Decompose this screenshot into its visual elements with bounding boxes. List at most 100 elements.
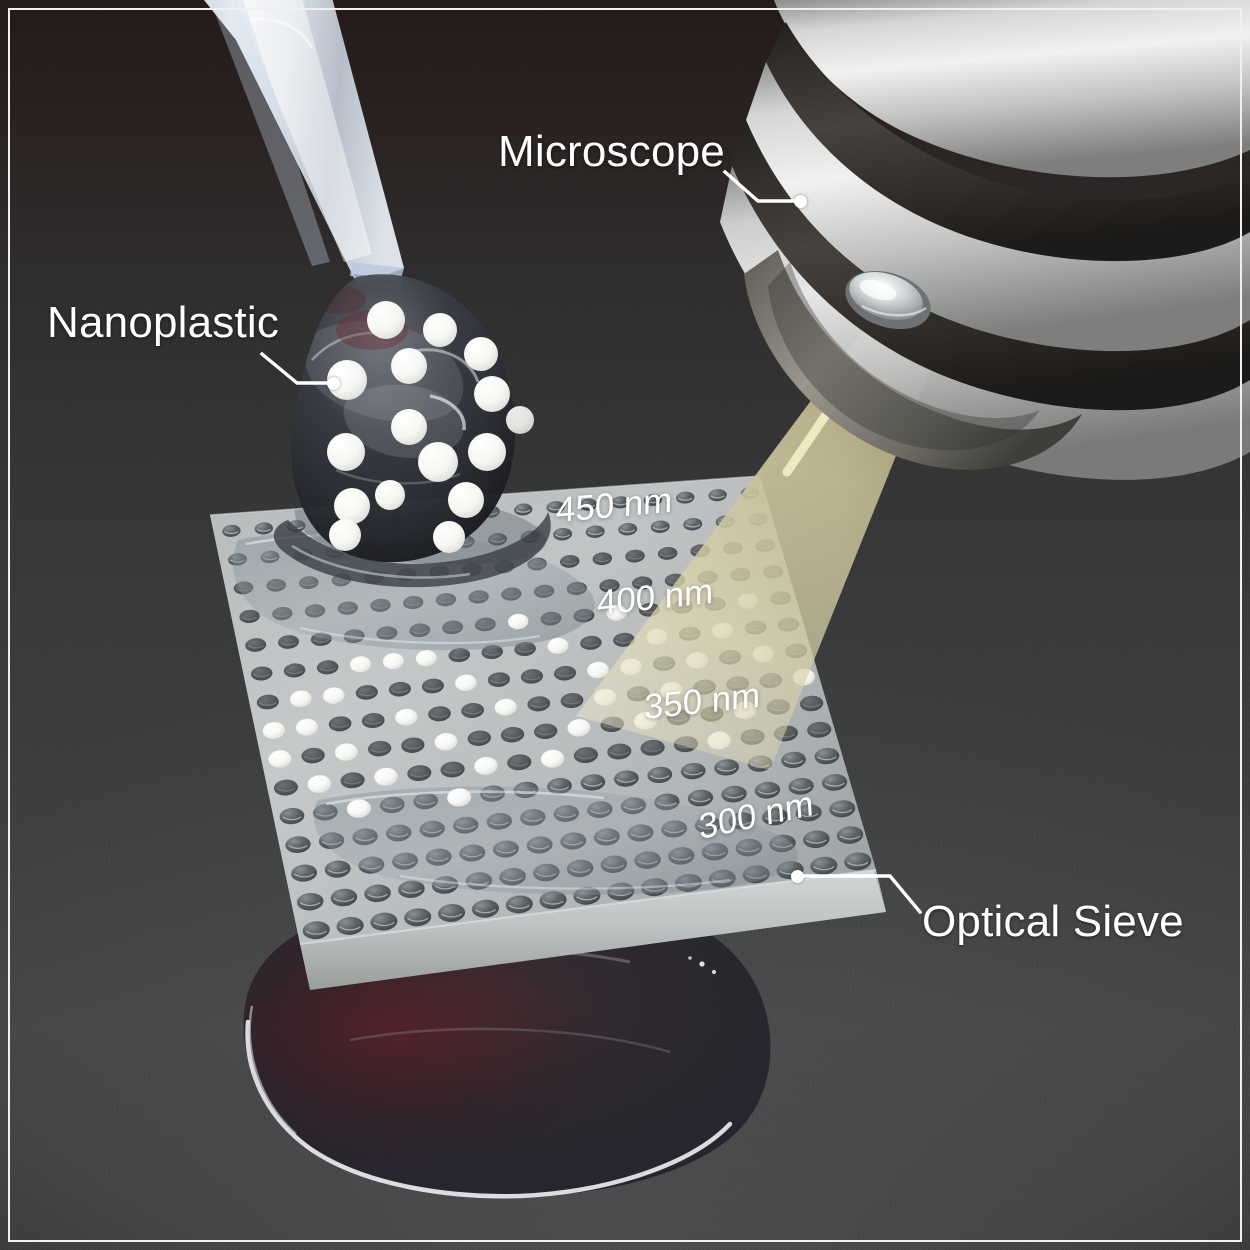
sieve-pore	[643, 493, 662, 507]
sieve-pore	[611, 496, 630, 509]
nanoplastic-bead	[262, 722, 285, 739]
nanoplastic-bead	[350, 656, 371, 673]
sieve-pore	[560, 692, 584, 709]
sieve-pore-rim	[313, 639, 330, 643]
sieve-pore	[428, 706, 451, 722]
sieve-pore-rim	[548, 507, 563, 511]
sieve-pore	[647, 766, 673, 784]
sieve-pore-rim	[620, 529, 636, 533]
sieve-pore-rim	[615, 639, 633, 644]
sieve-pore-rim	[364, 720, 383, 725]
nanoplastic-bead	[567, 719, 591, 737]
sieve-pore	[607, 743, 632, 760]
sieve-pore	[807, 721, 832, 738]
sieve-pore	[440, 761, 465, 778]
sieve-pore-rim	[817, 756, 837, 761]
sieve-pore-rim	[616, 778, 636, 783]
sieve-pore	[301, 747, 325, 764]
sieve-pore-rim	[483, 652, 501, 656]
sieve-pore	[407, 765, 432, 782]
sieve-pore	[534, 723, 558, 740]
sieve-pore	[388, 681, 411, 697]
sieve-pore-rim	[403, 745, 422, 750]
sieve-pore	[364, 884, 391, 903]
sieve-pore-rim	[832, 809, 853, 814]
sieve-pore	[613, 770, 639, 787]
sieve-pore	[687, 789, 714, 807]
sieve-pore	[273, 779, 298, 796]
sieve-pore-rim	[683, 771, 703, 776]
sieve-pore	[520, 669, 544, 684]
sieve-pore-rim	[407, 917, 429, 922]
sieve-pore-rim	[582, 643, 600, 647]
sieve-pore-rim	[609, 751, 629, 756]
sieve-pore	[471, 899, 499, 918]
label-microscope: Microscope	[498, 127, 725, 176]
sieve-pore	[404, 908, 432, 927]
microscope-objective	[720, 0, 1250, 480]
sieve-pore-rim	[824, 782, 845, 787]
sieve-pore	[245, 638, 267, 652]
sieve-pore-rim	[327, 869, 348, 874]
sieve-pore	[278, 635, 299, 649]
sieve-pore-rim	[580, 504, 596, 508]
sieve-pore	[514, 641, 536, 657]
sieve-pore	[762, 808, 788, 826]
sieve-pore	[795, 804, 822, 822]
sieve-pore-rim	[247, 645, 264, 649]
sieve-pore	[302, 921, 330, 940]
sieve-pore-rim	[809, 730, 829, 734]
sieve-pore-rim	[286, 670, 304, 675]
sieve-pore-rim	[847, 861, 869, 866]
sieve-pore	[844, 852, 872, 871]
sieve-pore	[514, 503, 533, 516]
nanoplastic-bead	[587, 661, 609, 679]
sieve-pore	[788, 777, 814, 795]
sieve-pore-rim	[839, 835, 861, 840]
anchor-dot-nanoplastic	[327, 377, 340, 390]
sieve-pore-rim	[563, 700, 581, 705]
sieve-pore	[401, 737, 425, 753]
sieve-pore-rim	[424, 686, 442, 690]
sieve-pore-rim	[358, 692, 376, 697]
sieve-pore	[488, 533, 508, 546]
sieve-pore-rim	[443, 769, 462, 774]
sieve-pore-rim	[645, 500, 661, 504]
sieve-pore-rim	[798, 813, 819, 818]
sieve-pore	[829, 800, 856, 818]
nanoplastic-bead	[334, 743, 358, 761]
sieve-pore-rim	[319, 667, 337, 672]
sieve-pore-rim	[373, 921, 395, 927]
sieve-pore-rim	[542, 900, 564, 905]
sieve-pore-rim	[802, 703, 821, 708]
nanoplastic-bead	[508, 613, 529, 630]
nanoplastic-bead	[474, 756, 498, 775]
nanoplastic-beads-in-droplet	[327, 301, 534, 553]
sieve-pore	[279, 807, 305, 825]
sieve-pore-rim	[503, 734, 522, 739]
sieve-pore-rim	[690, 798, 711, 803]
sieve-pore-rim	[450, 655, 468, 659]
sieve-pore-rim	[529, 704, 548, 708]
sieve-pore-rim	[463, 710, 482, 715]
sieve-pore	[683, 517, 703, 531]
sieve-pore	[632, 576, 653, 590]
sieve-pore	[546, 501, 565, 514]
sieve-pore-rim	[783, 760, 804, 765]
sieve-pore	[650, 520, 670, 533]
sieve-pore-rim	[601, 585, 618, 590]
sieve-pore	[340, 772, 365, 789]
sieve-pore	[487, 672, 510, 687]
sieve-pore-rim	[764, 817, 786, 822]
sieve-pore	[370, 912, 398, 931]
sieve-pore	[714, 759, 739, 776]
leader-nanoplastic	[259, 351, 329, 385]
sieve-pore	[539, 891, 567, 910]
sieve-pore	[580, 774, 606, 791]
sieve-pore	[781, 751, 806, 769]
sieve-pore	[296, 892, 324, 911]
sieve-pore-rim	[627, 556, 643, 560]
sieve-pore-rim	[409, 773, 429, 778]
nanoplastic-bead	[374, 767, 398, 786]
